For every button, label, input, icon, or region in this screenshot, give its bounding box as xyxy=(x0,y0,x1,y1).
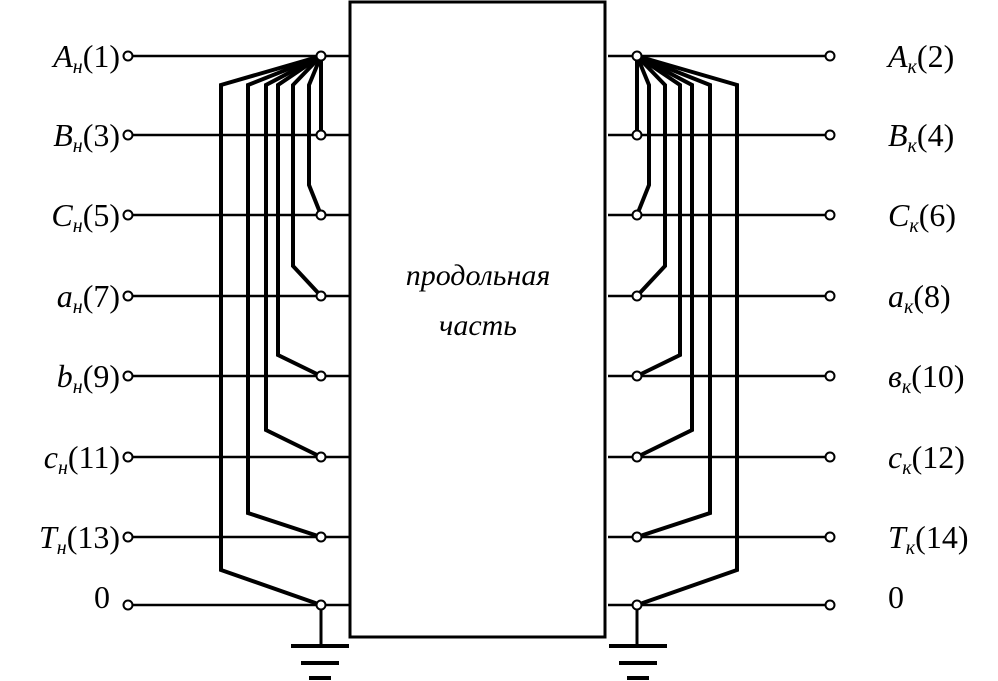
left-node-6 xyxy=(315,531,327,543)
right-terminal-6[interactable] xyxy=(824,531,836,543)
right-terminal-label-6: Tк(14) xyxy=(888,519,968,559)
block-label-line1: продольная xyxy=(406,259,551,292)
left-terminal-3[interactable] xyxy=(122,290,134,302)
right-terminal-7[interactable] xyxy=(824,599,836,611)
right-terminal-5[interactable] xyxy=(824,451,836,463)
right-node-3 xyxy=(631,290,643,302)
left-terminal-5[interactable] xyxy=(122,451,134,463)
left-terminal-label-1: Bн(3) xyxy=(53,117,120,157)
right-bus-wire-3 xyxy=(635,54,667,298)
right-node-7 xyxy=(631,599,643,611)
longitudinal-part-block xyxy=(348,0,607,639)
left-bus-wire-4 xyxy=(276,54,323,378)
left-terminal-label-3: aн(7) xyxy=(57,278,120,318)
right-bus-wire-5 xyxy=(636,54,694,459)
left-bus-wire-2 xyxy=(307,55,323,216)
left-node-1 xyxy=(315,129,327,141)
left-bus-wire-3 xyxy=(291,54,323,298)
right-node-4 xyxy=(631,370,643,382)
left-terminal-label-4: bн(9) xyxy=(57,358,120,398)
right-terminal-4[interactable] xyxy=(824,370,836,382)
left-bus-wire-6 xyxy=(246,54,322,539)
right-node-5 xyxy=(631,451,643,463)
left-node-7 xyxy=(315,599,327,611)
left-terminal-label-0: Aн(1) xyxy=(51,38,120,78)
right-node-2 xyxy=(631,209,643,221)
left-terminal-1[interactable] xyxy=(122,129,134,141)
right-node-1 xyxy=(631,129,643,141)
right-node-6 xyxy=(631,531,643,543)
left-terminal-label-5: cн(11) xyxy=(44,439,120,479)
right-bus-wire-7 xyxy=(636,54,739,607)
block-label-line2: часть xyxy=(439,309,517,342)
right-terminal-label-3: aк(8) xyxy=(888,278,951,318)
right-terminal-label-2: Cк(6) xyxy=(888,197,956,237)
left-terminal-label-7: 0 xyxy=(94,579,110,615)
left-terminal-label-2: Cн(5) xyxy=(51,197,120,237)
right-bus-wire-2 xyxy=(635,55,651,216)
left-terminal-label-6: Tн(13) xyxy=(39,519,120,559)
right-terminal-label-0: Aк(2) xyxy=(886,38,954,78)
right-terminal-label-1: Bк(4) xyxy=(888,117,954,157)
right-terminal-2[interactable] xyxy=(824,209,836,221)
right-terminal-1[interactable] xyxy=(824,129,836,141)
left-bus-wire-5 xyxy=(264,54,322,459)
left-terminal-0[interactable] xyxy=(122,50,134,62)
left-node-4 xyxy=(315,370,327,382)
right-node-0 xyxy=(631,50,643,62)
left-bus-wire-7 xyxy=(219,54,322,607)
right-terminal-label-7: 0 xyxy=(888,579,904,615)
left-terminal-7[interactable] xyxy=(122,599,134,611)
right-bus-wire-4 xyxy=(635,54,682,378)
left-terminal-4[interactable] xyxy=(122,370,134,382)
right-terminal-label-4: вк(10) xyxy=(888,358,965,398)
right-terminal-3[interactable] xyxy=(824,290,836,302)
left-node-3 xyxy=(315,290,327,302)
left-terminal-2[interactable] xyxy=(122,209,134,221)
left-terminal-6[interactable] xyxy=(122,531,134,543)
left-node-5 xyxy=(315,451,327,463)
right-terminal-0[interactable] xyxy=(824,50,836,62)
right-bus-wire-6 xyxy=(636,54,712,539)
left-node-2 xyxy=(315,209,327,221)
right-terminal-label-5: cк(12) xyxy=(888,439,965,479)
left-node-0 xyxy=(315,50,327,62)
